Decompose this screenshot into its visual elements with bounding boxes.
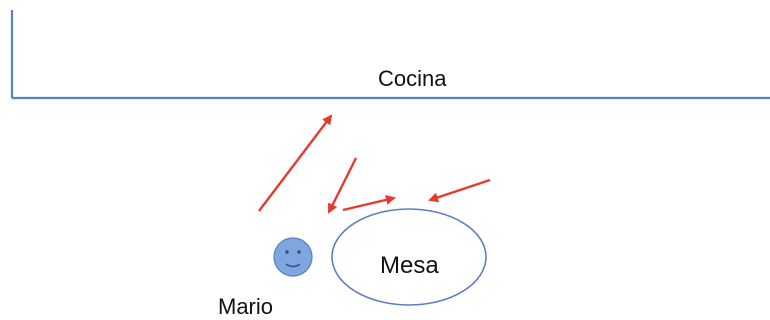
table-shape [331,208,487,306]
kitchen-label: Cocina [378,66,447,91]
arrow-to-table-right [342,194,396,212]
smiley-face-icon [273,237,313,277]
arrow-to-table-left [428,178,491,203]
table-label: Mesa [380,252,439,279]
arrow-to-kitchen [258,114,333,212]
person-label: Mario [218,294,274,319]
arrow-from-kitchen-down [327,157,358,214]
